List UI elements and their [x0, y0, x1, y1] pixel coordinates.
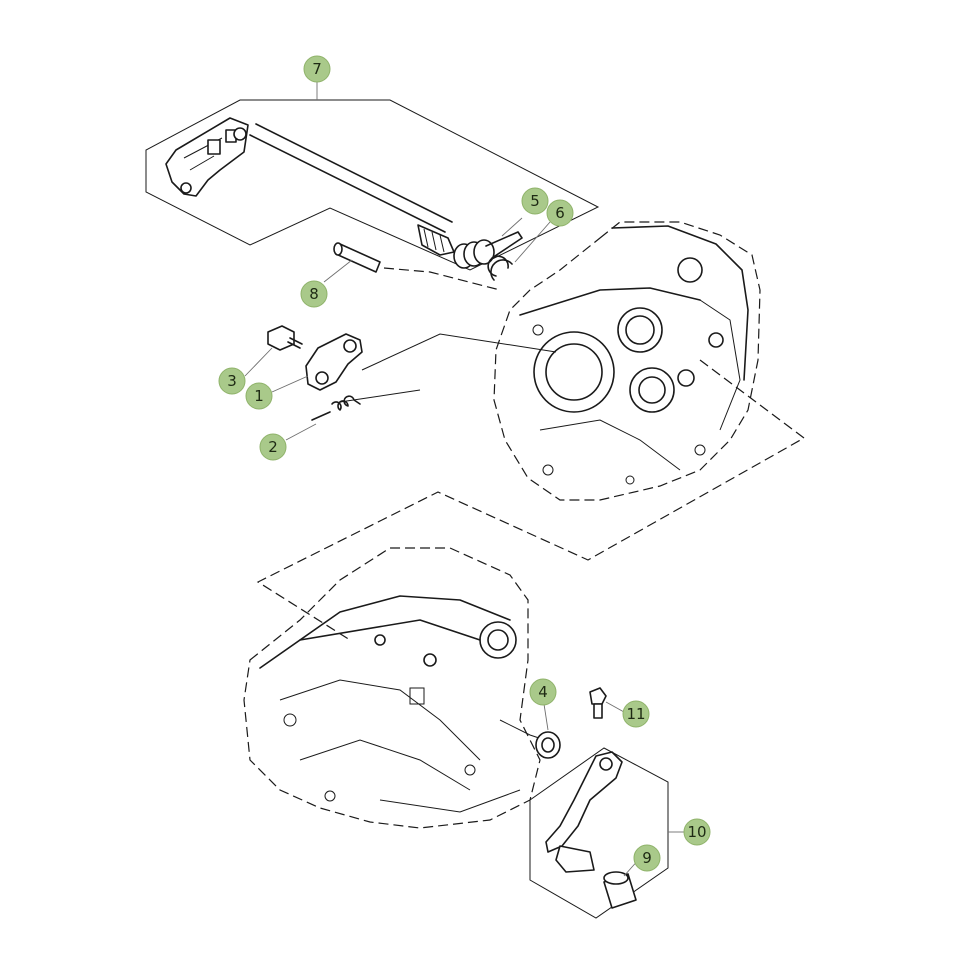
callout-label-6: 6	[555, 204, 565, 222]
callout-label-2: 2	[268, 438, 278, 456]
assembly-10-outline	[529, 747, 669, 919]
callout-8: 8	[300, 280, 328, 308]
callout-4: 4	[529, 678, 557, 706]
pedal-rubber-9	[603, 871, 637, 909]
callout-9: 9	[633, 844, 661, 872]
callout-label-4: 4	[538, 683, 548, 701]
callout-label-1: 1	[254, 387, 264, 405]
callout-3: 3	[218, 367, 246, 395]
callout-11: 11	[622, 700, 650, 728]
callout-label-8: 8	[309, 285, 319, 303]
callout-1: 1	[245, 382, 273, 410]
oil-seal-4	[535, 731, 561, 759]
gearshift-pedal	[545, 751, 623, 873]
callout-6: 6	[546, 199, 574, 227]
crankcase-right-half	[493, 221, 761, 501]
leader-lines	[244, 82, 684, 877]
callout-label-9: 9	[642, 849, 652, 867]
assembly-7-outline	[145, 99, 600, 271]
bolt-3	[267, 325, 303, 351]
gearshift-shaft	[165, 117, 455, 256]
callout-10: 10	[683, 818, 711, 846]
callout-label-10: 10	[687, 823, 706, 841]
dowel-pin-8	[333, 242, 381, 273]
callout-label-3: 3	[227, 372, 237, 390]
torsion-spring-5	[453, 231, 523, 269]
callout-label-5: 5	[530, 192, 540, 210]
stopper-lever-1	[305, 333, 363, 391]
crankcase-left-half	[243, 547, 561, 829]
callout-label-7: 7	[312, 60, 322, 78]
circlip-6	[487, 255, 513, 281]
bolt-11	[589, 687, 607, 719]
callout-label-11: 11	[626, 705, 645, 723]
callout-2: 2	[259, 433, 287, 461]
callout-7: 7	[303, 55, 331, 83]
callout-5: 5	[521, 187, 549, 215]
